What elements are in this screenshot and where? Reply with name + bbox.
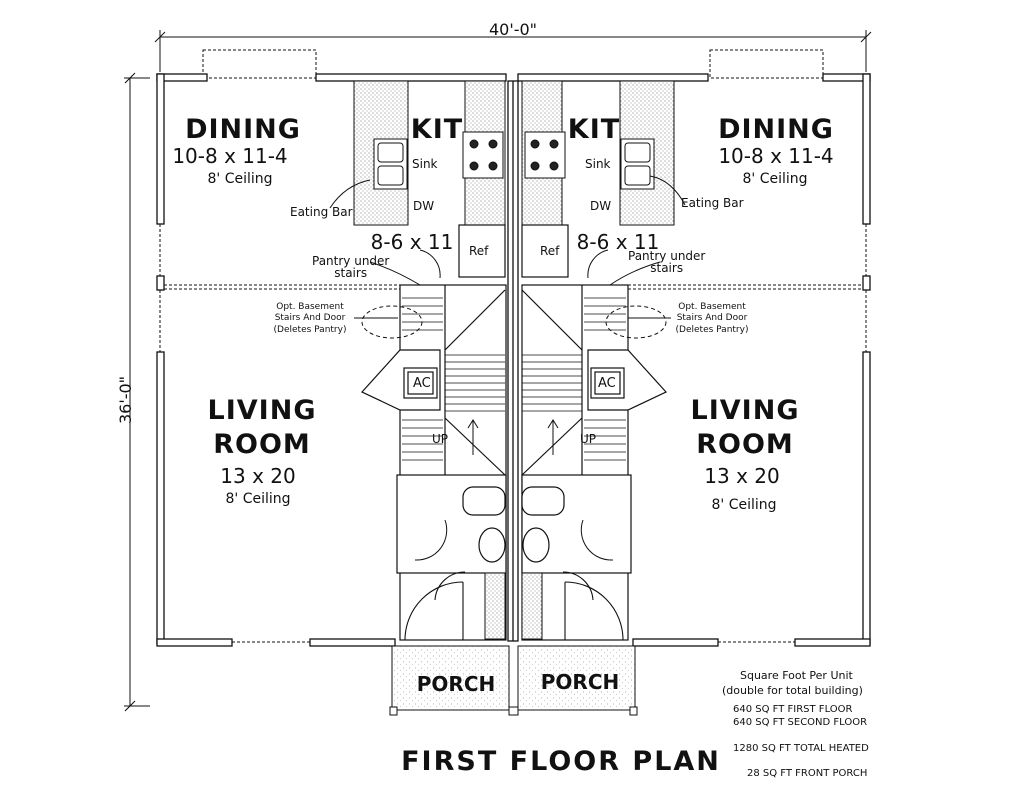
- left-porch-label: PORCH: [416, 672, 496, 696]
- left-kit-size: 8-6 x 11: [370, 230, 454, 254]
- stair-core: [399, 284, 629, 641]
- overall-depth-label: 36'-0": [116, 375, 136, 425]
- left-living-ceiling: 8' Ceiling: [225, 491, 291, 507]
- left-living-name1: LIVING: [207, 395, 317, 426]
- sqft-first-floor: 640 SQ FT FIRST FLOOR: [733, 704, 853, 715]
- sqft-heading-2: (double for total building): [722, 684, 863, 697]
- right-porch-label: PORCH: [540, 670, 620, 694]
- right-pantry-label: Pantry under stairs: [628, 249, 706, 275]
- left-dw-label: DW: [413, 199, 435, 213]
- left-dining-name: DINING: [185, 114, 301, 145]
- powder-rooms: [396, 474, 632, 574]
- sqft-front-porch: 28 SQ FT FRONT PORCH: [747, 768, 868, 779]
- overall-width-label: 40'-0": [488, 20, 538, 39]
- exterior-walls: [156, 73, 871, 647]
- left-eating-bar: Eating Bar: [290, 205, 353, 219]
- range-left: [462, 131, 504, 179]
- sqft-heading-1: Square Foot Per Unit: [740, 669, 853, 682]
- range-right: [524, 131, 566, 179]
- right-dining-size: 10-8 x 11-4: [718, 144, 834, 168]
- left-dining-size: 10-8 x 11-4: [172, 144, 288, 168]
- right-dining-ceiling: 8' Ceiling: [742, 171, 808, 187]
- right-kit-name: KIT: [567, 114, 621, 145]
- left-kit-name: KIT: [410, 114, 464, 145]
- right-dw-label: DW: [590, 199, 612, 213]
- right-up-label: UP: [580, 432, 597, 446]
- sqft-second-floor: 640 SQ FT SECOND FLOOR: [733, 717, 868, 728]
- sink-left: [373, 138, 408, 190]
- right-living-name1: LIVING: [690, 395, 800, 426]
- left-up-label: UP: [432, 432, 449, 446]
- right-ref-label: Ref: [540, 244, 560, 258]
- right-living-size: 13 x 20: [704, 464, 780, 488]
- right-dining-name: DINING: [718, 114, 834, 145]
- ref-right: [521, 224, 569, 278]
- plan-title: FIRST FLOOR PLAN: [401, 746, 721, 777]
- right-ac-label: AC: [598, 376, 616, 391]
- sink-right: [620, 138, 655, 190]
- right-eating-bar: Eating Bar: [681, 196, 744, 210]
- front-doors: [404, 571, 624, 641]
- left-sink-label: Sink: [412, 157, 438, 171]
- sqft-total-heated: 1280 SQ FT TOTAL HEATED: [733, 743, 869, 754]
- ref-left: [458, 224, 506, 278]
- right-kit-size: 8-6 x 11: [576, 230, 660, 254]
- right-sink-label: Sink: [585, 157, 611, 171]
- right-living-name2: ROOM: [696, 429, 794, 460]
- left-living-size: 13 x 20: [220, 464, 296, 488]
- left-ref-label: Ref: [469, 244, 489, 258]
- left-living-name2: ROOM: [213, 429, 311, 460]
- dimension-lines: [124, 30, 872, 712]
- left-dining-ceiling: 8' Ceiling: [207, 171, 273, 187]
- party-wall: [507, 80, 519, 642]
- left-pantry-label: Pantry under stairs: [312, 254, 390, 280]
- top-windows: [202, 49, 824, 79]
- right-basement-note: Opt. Basement Stairs And Door (Deletes P…: [675, 302, 749, 335]
- left-basement-note: Opt. Basement Stairs And Door (Deletes P…: [273, 302, 347, 335]
- left-ac-label: AC: [413, 376, 431, 391]
- right-living-ceiling: 8' Ceiling: [711, 497, 777, 513]
- porch: [391, 645, 636, 711]
